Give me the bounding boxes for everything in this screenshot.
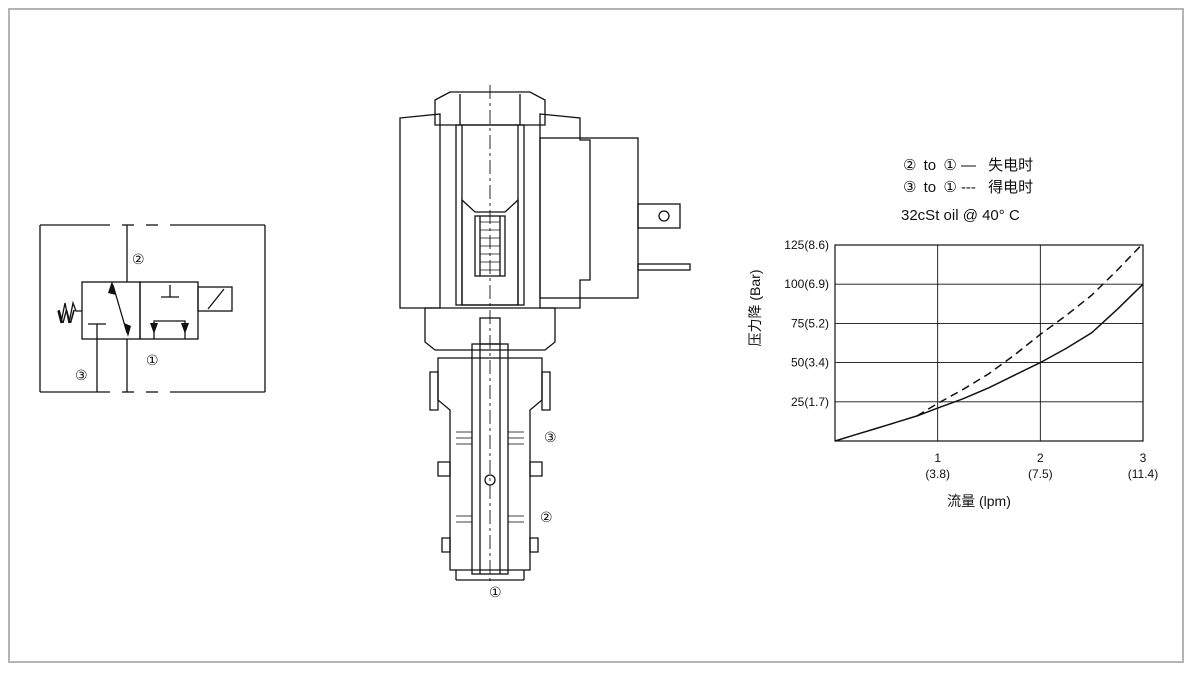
spring-symbol-label: W <box>58 307 75 327</box>
legend-1-port-b: ① <box>943 157 956 174</box>
legend-2-port-a: ③ <box>903 179 916 196</box>
chart-legend: ② to ① — 失电时 ③ to ① --- 得电时 32cSt oil @ … <box>901 157 1033 224</box>
chart-condition: 32cSt oil @ 40° C <box>901 207 1020 224</box>
legend-1-dash: — <box>961 157 976 174</box>
series-2-to-1-line <box>834 283 1144 442</box>
x-axis-title: 流量 (lpm) <box>947 493 1011 509</box>
y-axis-title: 压力降 (Bar) <box>747 270 763 347</box>
x-tick-label: 3 <box>1140 451 1147 465</box>
legend-2-dash: --- <box>961 179 976 196</box>
valve-symbol: ② ① ③ W <box>39 224 266 393</box>
section-port-1-label: ① <box>489 584 502 600</box>
plot-area: 25(1.7) 50(3.4) 75(5.2) 100(6.9) 125(8.6) 1 (3… <box>747 238 1158 509</box>
x-tick-sublabel: (3.8) <box>925 467 950 481</box>
x-tick-sublabel: (11.4) <box>1128 467 1158 481</box>
legend-1-port-a: ② <box>903 157 916 174</box>
svg-text:③ to ① ---: ③ to ① --- 得电时 <box>903 179 1033 196</box>
section-port-3-label: ③ <box>544 429 557 445</box>
series-3-to-1-line <box>916 242 1144 417</box>
y-tick-label: 75(5.2) <box>791 316 829 330</box>
legend-2-to: to <box>924 179 937 196</box>
symbol-port-1-label: ① <box>146 352 159 368</box>
symbol-port-3-label: ③ <box>75 367 88 383</box>
y-tick-label: 100(6.9) <box>784 277 829 291</box>
x-tick-label: 2 <box>1037 451 1044 465</box>
symbol-port-2-label: ② <box>132 251 145 267</box>
figure-frame <box>8 8 1184 663</box>
x-tick-sublabel: (7.5) <box>1028 467 1053 481</box>
cartridge-section-drawing: ③ ② ① <box>399 85 691 600</box>
y-tick-label: 50(3.4) <box>791 356 829 370</box>
y-tick-label: 25(1.7) <box>791 395 829 409</box>
plot-frame <box>834 244 1144 442</box>
legend-2-port-b: ① <box>943 179 956 196</box>
y-tick-label: 125(8.6) <box>784 238 829 252</box>
legend-2-state: 得电时 <box>988 179 1033 196</box>
section-port-2-label: ② <box>540 509 553 525</box>
legend-1-state: 失电时 <box>988 157 1033 174</box>
x-tick-label: 1 <box>934 451 941 465</box>
svg-text:② to ① —: ② to ① — 失电时 <box>903 157 1033 174</box>
legend-1-to: to <box>924 157 937 174</box>
pressure-drop-chart: ② to ① — 失电时 ③ to ① --- 得电时 32cSt oil @ … <box>747 157 1158 509</box>
